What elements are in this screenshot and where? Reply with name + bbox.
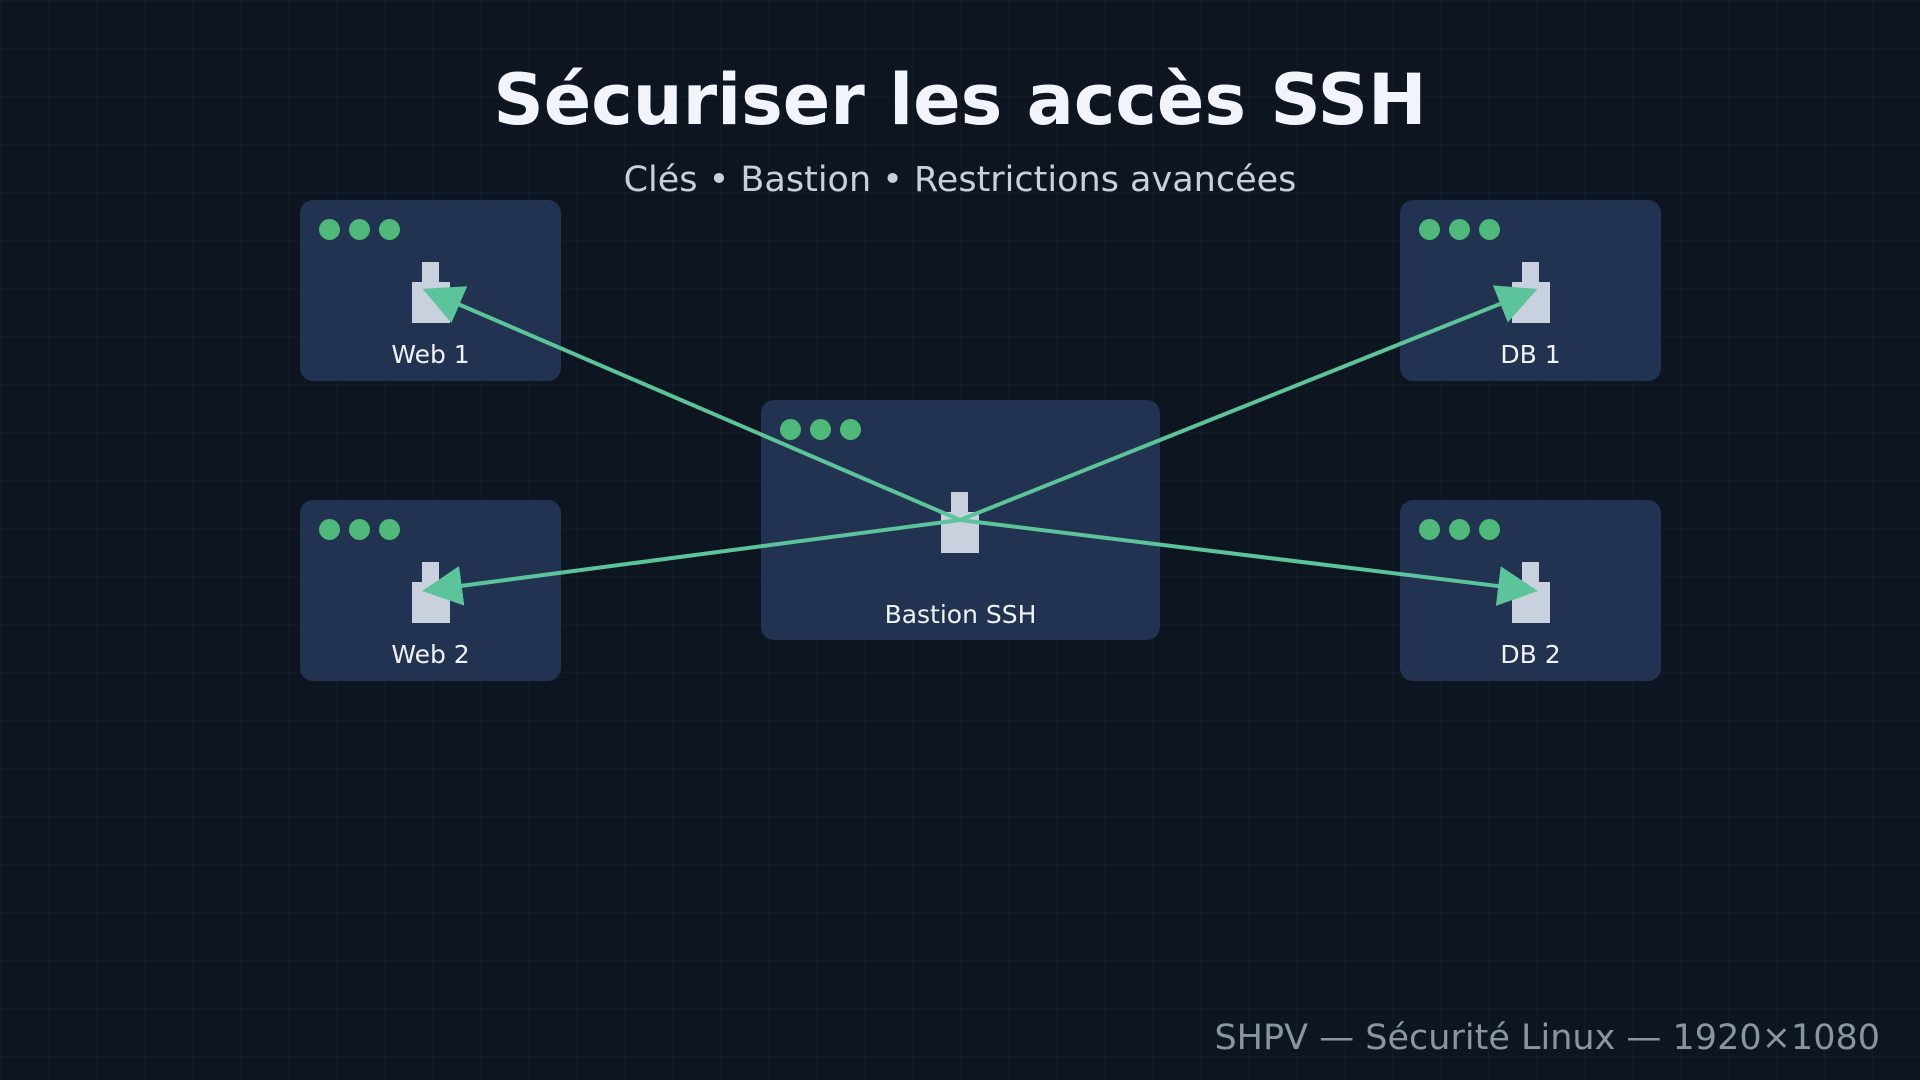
dot-icon: [840, 419, 861, 440]
dot-icon: [1479, 219, 1500, 240]
page-subtitle: Clés • Bastion • Restrictions avancées: [623, 160, 1297, 200]
dot-icon: [1419, 519, 1440, 540]
page-title: Sécuriser les accès SSH: [493, 59, 1427, 141]
footer-caption: SHPV — Sécurité Linux — 1920×1080: [1214, 1018, 1880, 1058]
server-icon: [412, 262, 450, 323]
node-db1: DB 1: [1400, 200, 1661, 381]
server-icon: [1512, 262, 1550, 323]
node-label-bastion: Bastion SSH: [884, 600, 1037, 629]
dot-icon: [319, 219, 340, 240]
dot-icon: [349, 519, 370, 540]
dot-icon: [349, 219, 370, 240]
server-icon: [941, 492, 979, 553]
dot-icon: [1419, 219, 1440, 240]
dot-icon: [780, 419, 801, 440]
node-label-web2: Web 2: [391, 640, 470, 669]
dot-icon: [1449, 219, 1470, 240]
dot-icon: [1479, 519, 1500, 540]
window-dots: [780, 419, 861, 440]
window-dots: [319, 519, 400, 540]
dot-icon: [1449, 519, 1470, 540]
window-dots: [319, 219, 400, 240]
node-label-db1: DB 1: [1500, 340, 1561, 369]
window-dots: [1419, 519, 1500, 540]
node-db2: DB 2: [1400, 500, 1661, 681]
node-web1: Web 1: [300, 200, 561, 381]
dot-icon: [379, 219, 400, 240]
dot-icon: [379, 519, 400, 540]
node-web2: Web 2: [300, 500, 561, 681]
node-label-db2: DB 2: [1500, 640, 1561, 669]
server-icon: [412, 562, 450, 623]
window-dots: [1419, 219, 1500, 240]
node-label-web1: Web 1: [391, 340, 470, 369]
dot-icon: [319, 519, 340, 540]
node-bastion: Bastion SSH: [761, 400, 1160, 640]
dot-icon: [810, 419, 831, 440]
server-icon: [1512, 562, 1550, 623]
